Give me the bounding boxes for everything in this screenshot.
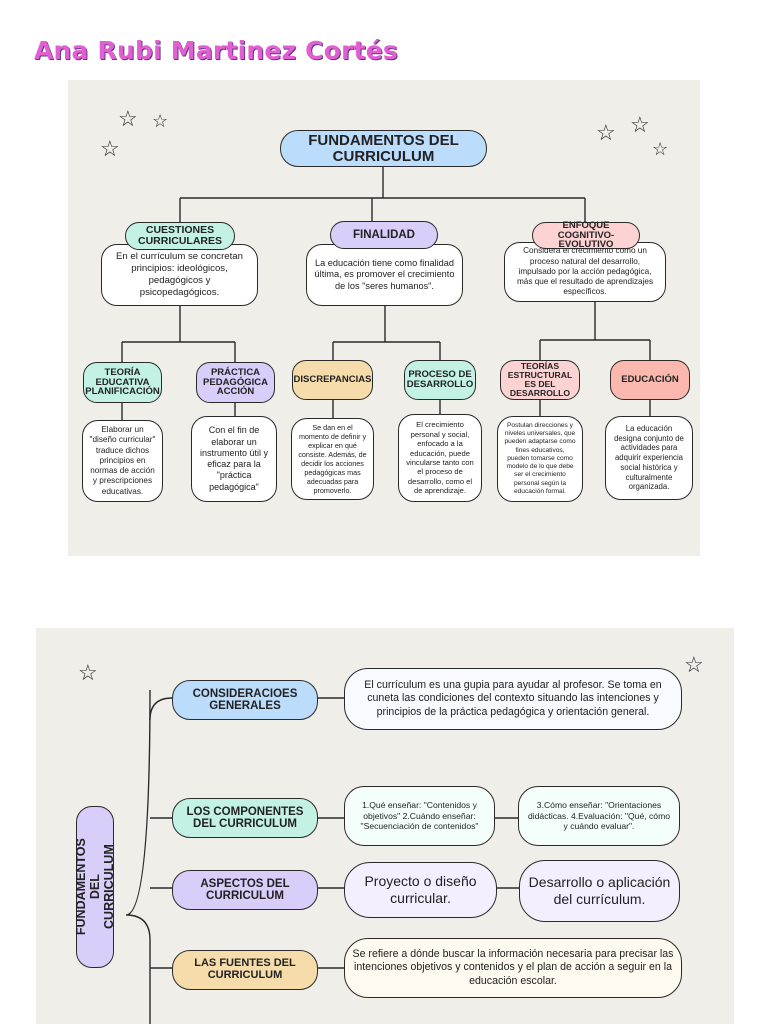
sub-proceso-desarrollo-desc: El crecimiento personal y social, enfoca… (398, 414, 482, 502)
row-consideraciones-desc: El currículum es una gupia para ayudar a… (344, 668, 682, 730)
branch-finalidad: FINALIDAD (330, 221, 438, 249)
row-aspectos-label: ASPECTOS DEL CURRICULUM (172, 870, 318, 910)
star-icon: ☆ (118, 106, 138, 131)
star-icon: ☆ (630, 112, 650, 137)
sub-teorias-estructurales-desc: Postulan direcciones y niveles universal… (497, 416, 583, 502)
sub-educacion-desc: La educación designa conjunto de activid… (605, 416, 693, 500)
sub-practica-pedagogica: PRÁCTICA PEDAGÓGICA ACCIÓN (196, 362, 275, 403)
row-aspectos-desc-b: Desarrollo o aplicación del currículum. (519, 860, 680, 922)
star-icon: ☆ (152, 111, 169, 131)
star-icon: ☆ (100, 136, 120, 161)
branch-cuestiones-desc: En el currículum se concretan principios… (101, 244, 258, 306)
star-icon: ☆ (596, 120, 616, 145)
sub-teoria-educativa-desc: Elaborar un "diseño curricular" traduce … (82, 420, 163, 502)
row-componentes-label: LOS COMPONENTES DEL CURRICULUM (172, 798, 318, 838)
sub-practica-pedagogica-desc: Con el fin de elaborar un instrumento út… (191, 416, 277, 502)
branch-finalidad-desc: La educación tiene como finalidad última… (306, 244, 463, 306)
sub-teoria-educativa: TEORÍA EDUCATIVA PLANIFICACIÓN (83, 362, 162, 403)
branch-enfoque-cognitivo: ENFOQUE COGNITIVO- EVOLUTIVO (532, 220, 640, 250)
vertical-title-text: FUNDAMENTOS DEL CURRICULUM (73, 838, 115, 936)
star-icon: ☆ (78, 660, 98, 685)
branch-cuestiones-curriculares: CUESTIONES CURRICULARES (125, 222, 235, 250)
vertical-title: FUNDAMENTOS DEL CURRICULUM (73, 806, 115, 968)
star-icon: ☆ (684, 652, 704, 677)
row-consideraciones-label: CONSIDERACIOES GENERALES (172, 680, 318, 720)
row-fuentes-label: LAS FUENTES DEL CURRICULUM (172, 950, 318, 990)
main-title: FUNDAMENTOS DEL CURRICULUM (280, 130, 487, 167)
sub-proceso-desarrollo: PROCESO DE DESARROLLO (404, 360, 476, 400)
branch-enfoque-desc: Considera el crecimiento como un proceso… (504, 242, 666, 302)
row-fuentes-desc: Se refiere a dónde buscar la información… (344, 938, 682, 998)
sub-educacion: EDUCACIÓN (610, 360, 690, 400)
row-componentes-desc-b: 3.Cómo enseñar: "Orientaciones didáctica… (518, 786, 680, 846)
row-aspectos-desc-a: Proyecto o diseño curricular. (344, 862, 497, 918)
sub-teorias-estructurales: TEORÍAS ESTRUCTURAL ES DEL DESARROLLO (500, 360, 580, 400)
author-name: Ana Rubi Martinez Cortés (34, 36, 398, 65)
sub-discrepancias-desc: Se dan en el momento de definir y explic… (291, 418, 374, 500)
star-icon: ☆ (652, 139, 669, 159)
row-componentes-desc-a: 1.Qué enseñar: "Contenidos y objetivos" … (344, 786, 495, 846)
sub-discrepancias: DISCREPANCIAS (292, 360, 373, 400)
